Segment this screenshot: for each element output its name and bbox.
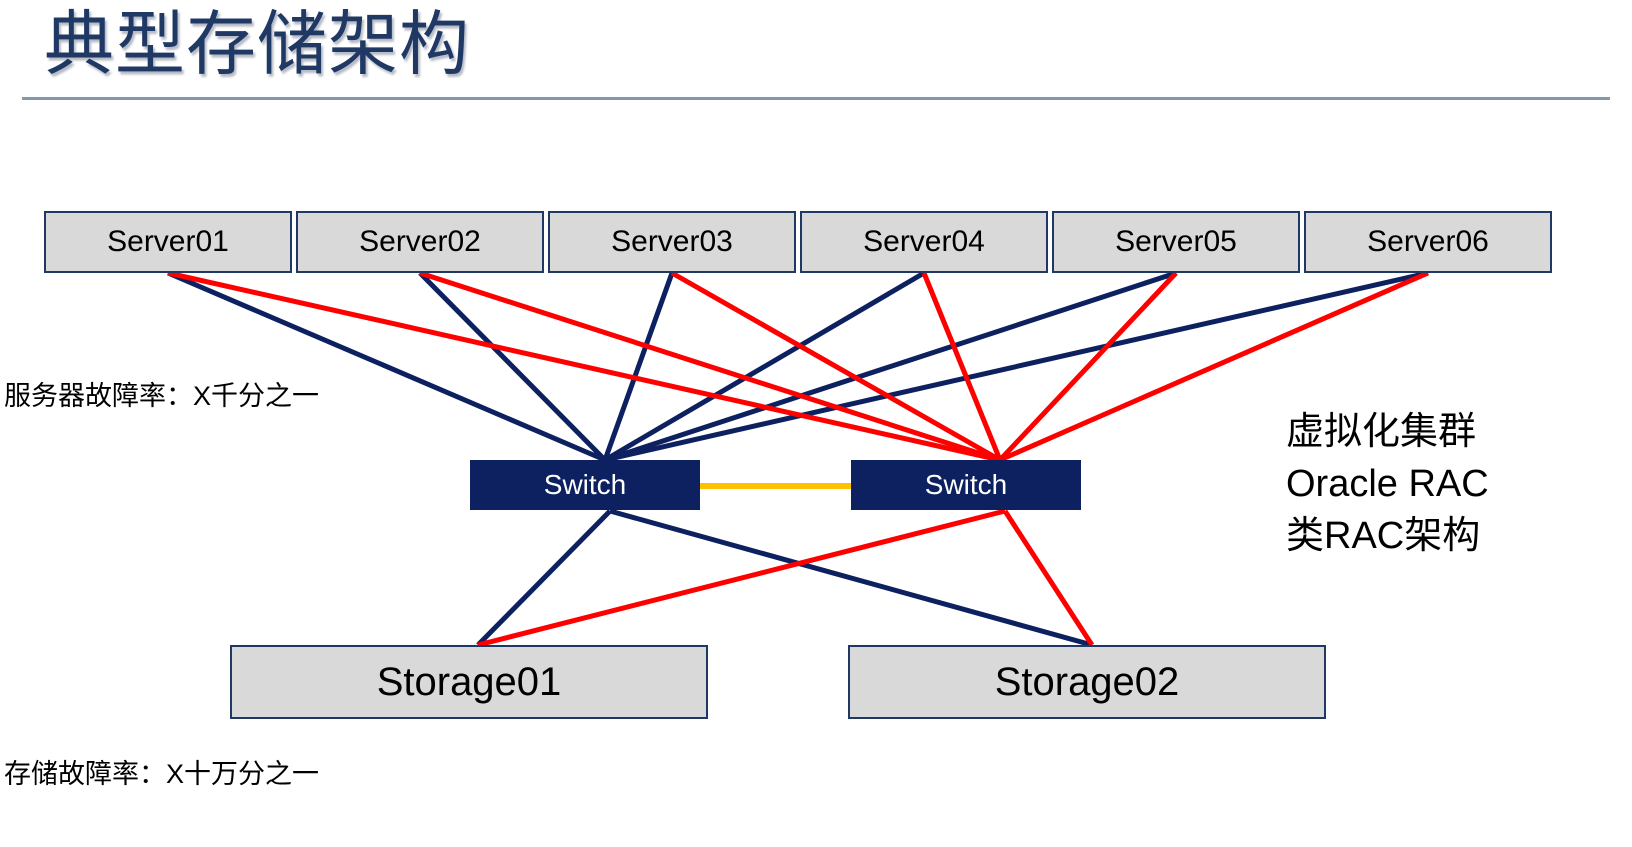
node-server04[interactable]: Server04 — [800, 211, 1048, 273]
link-server01-switch01 — [167, 270, 606, 463]
link-switch01-storage01 — [476, 509, 612, 647]
note-server-failure-rate: 服务器故障率：X千分之一 — [4, 381, 320, 411]
node-switch02[interactable]: Switch — [851, 460, 1081, 510]
node-switch01[interactable]: Switch — [470, 460, 700, 510]
link-server01-switch02 — [167, 270, 1001, 463]
title-divider — [22, 97, 1610, 100]
link-server02-switch01 — [418, 271, 607, 462]
link-group-switch2-to-storage — [477, 508, 1095, 648]
node-server01[interactable]: Server01 — [44, 211, 292, 273]
link-group-servers-to-switch2 — [167, 270, 1430, 463]
link-server03-switch02 — [670, 270, 1002, 463]
note-storage-failure-rate: 存储故障率：X十万分之一 — [4, 759, 320, 789]
link-server04-switch01 — [603, 270, 926, 463]
link-group-switch1-to-storage — [476, 508, 1093, 648]
note-cluster-line3: 类RAC架构 — [1286, 515, 1481, 557]
node-storage01[interactable]: Storage01 — [230, 645, 708, 719]
node-server01-label: Server01 — [107, 225, 229, 258]
node-storage02[interactable]: Storage02 — [848, 645, 1326, 719]
node-switch01-label: Switch — [543, 469, 627, 500]
link-server05-switch02 — [998, 271, 1178, 462]
node-storage01-label: Storage01 — [376, 659, 562, 704]
link-switch02-storage02 — [1002, 509, 1095, 647]
note-cluster-architecture: 虚拟化集群 Oracle RAC 类RAC架构 — [1286, 406, 1489, 562]
node-server06-label: Server06 — [1367, 225, 1489, 258]
node-server03-label: Server03 — [611, 225, 733, 258]
page-title: 典型存储架构 — [44, 5, 470, 83]
link-server05-switch01 — [604, 270, 1177, 463]
node-server04-label: Server04 — [863, 225, 985, 258]
link-switch01-storage02 — [609, 508, 1093, 648]
link-group-servers-to-switch1 — [167, 270, 1429, 463]
node-server02[interactable]: Server02 — [296, 211, 544, 273]
node-switch02-label: Switch — [924, 469, 1008, 500]
node-server05[interactable]: Server05 — [1052, 211, 1300, 273]
node-server02-label: Server02 — [359, 225, 481, 258]
link-server03-switch01 — [602, 272, 675, 461]
node-server03[interactable]: Server03 — [548, 211, 796, 273]
node-server05-label: Server05 — [1115, 225, 1237, 258]
node-storage02-label: Storage02 — [994, 659, 1180, 704]
link-switch02-storage01 — [477, 508, 1006, 648]
note-cluster-line1: 虚拟化集群 — [1286, 411, 1477, 453]
node-server06[interactable]: Server06 — [1304, 211, 1552, 273]
link-server02-switch02 — [419, 270, 1001, 463]
note-cluster-line2: Oracle RAC — [1286, 463, 1489, 505]
link-server04-switch02 — [921, 272, 1003, 461]
